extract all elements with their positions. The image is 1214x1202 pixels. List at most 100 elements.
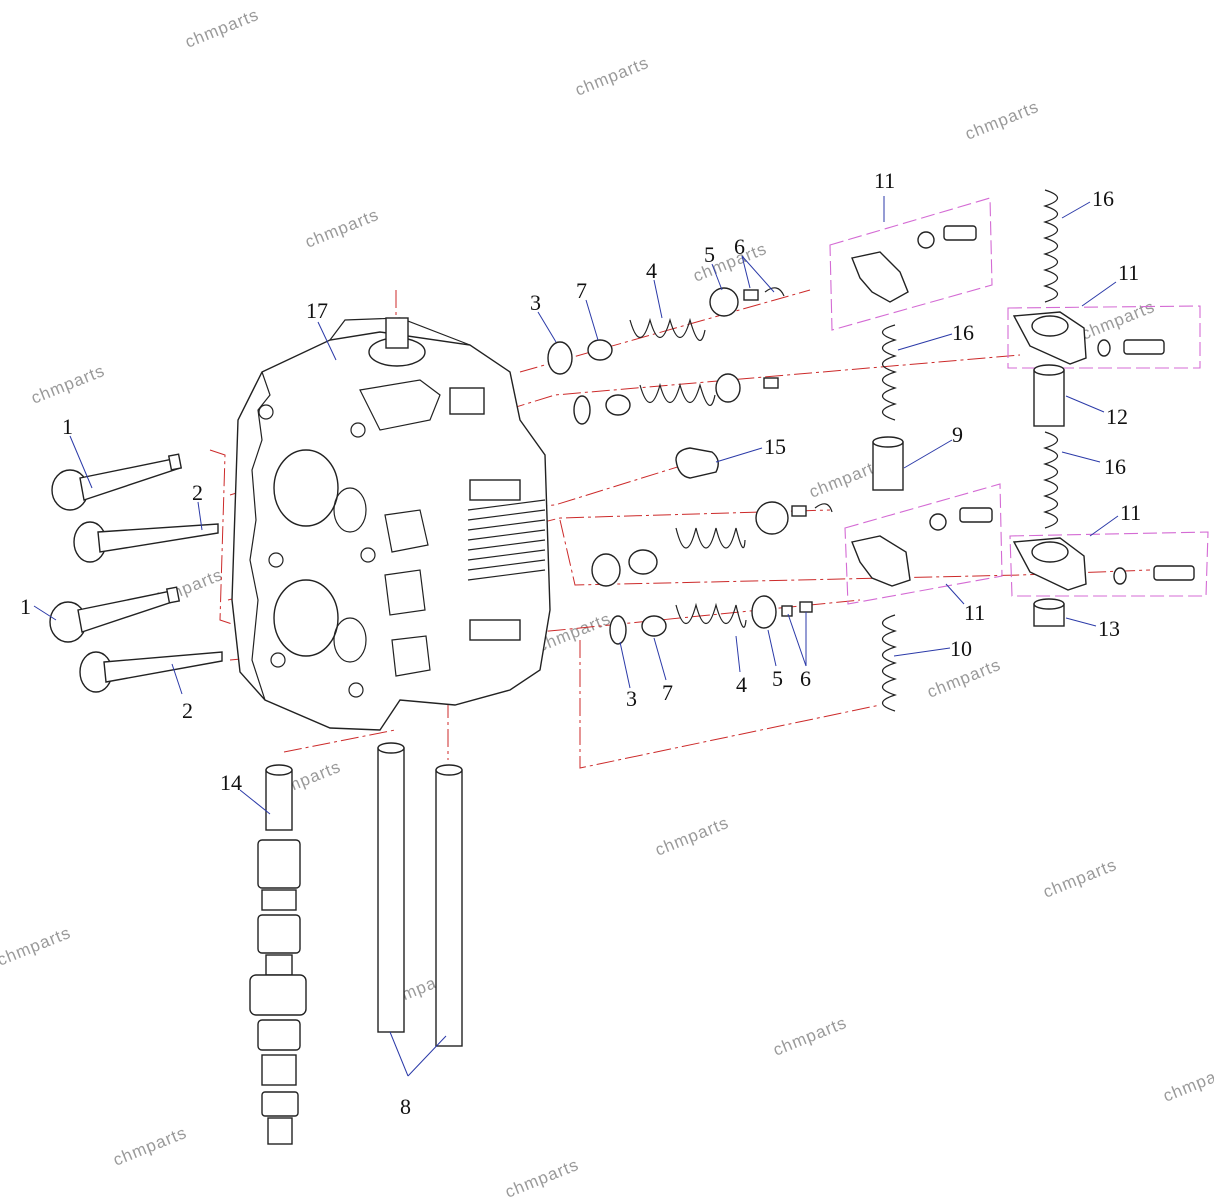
leader-line [1061, 201, 1091, 219]
leader-line [1081, 281, 1117, 307]
leader-line [767, 629, 777, 667]
watermark: chmparts [572, 53, 651, 100]
leader-line [945, 583, 965, 605]
leader-line [1065, 395, 1105, 413]
center-line [519, 289, 811, 373]
leader-line [197, 501, 203, 531]
intake-valve [51, 453, 183, 511]
callout-1: 1 [20, 594, 31, 619]
leader-line [1061, 451, 1101, 463]
rocker-arm [851, 225, 977, 303]
leader-line [389, 1031, 447, 1077]
push-rod [377, 742, 405, 1033]
push-rod [435, 764, 463, 1047]
callout-8: 8 [400, 1094, 411, 1119]
cooling-fins [467, 499, 546, 581]
leader-line [903, 439, 953, 469]
leader-line [33, 605, 57, 621]
callout-11: 11 [1118, 260, 1139, 285]
exhaust-valve [73, 521, 219, 563]
watermark: chmparts [110, 1123, 189, 1170]
camshaft [249, 764, 307, 1145]
callout-14: 14 [220, 770, 242, 795]
rocker-arm [851, 507, 993, 587]
leader-line [741, 255, 775, 293]
rocker-group-box [1009, 531, 1209, 597]
rocker-spring [1043, 189, 1059, 303]
watermarks: chmparts chmparts chmparts chmparts chmp… [0, 5, 1214, 1202]
callout-11: 11 [874, 168, 895, 193]
callout-3: 3 [626, 686, 637, 711]
callout-6: 6 [800, 666, 811, 691]
leader-lines [33, 196, 1119, 1077]
valve-spring-stack [547, 287, 785, 375]
callout-4: 4 [736, 672, 747, 697]
intake-valve [49, 586, 181, 643]
callout-11: 11 [964, 600, 985, 625]
callout-1: 1 [62, 414, 73, 439]
watermark: chmparts [770, 1013, 849, 1060]
sleeve-12 [1033, 364, 1065, 427]
leader-line [619, 641, 631, 689]
callout-16: 16 [1104, 454, 1126, 479]
leader-line [711, 263, 723, 291]
leader-line [1065, 617, 1097, 627]
leader-line [787, 612, 807, 667]
watermark: chmparts [924, 655, 1003, 702]
center-line [559, 519, 1151, 586]
center-line [227, 509, 831, 601]
callout-5: 5 [704, 242, 715, 267]
callout-2: 2 [182, 698, 193, 723]
callout-6: 6 [734, 234, 745, 259]
callout-2: 2 [192, 480, 203, 505]
callout-4: 4 [646, 258, 657, 283]
rocker-group-box [829, 197, 993, 331]
watermark: chmparts [0, 923, 74, 970]
leader-line [1089, 515, 1119, 537]
leader-line [735, 635, 741, 673]
valve-spring-stack [609, 595, 813, 645]
leader-line [585, 299, 599, 341]
cylinder-head [231, 317, 551, 731]
watermark: chmparts [302, 205, 381, 252]
center-line [579, 640, 881, 769]
valve-spring-stack [573, 373, 779, 425]
rocker-group-box [1007, 305, 1201, 369]
callout-9: 9 [952, 422, 963, 447]
leader-line [171, 663, 183, 695]
callout-11: 11 [1120, 500, 1141, 525]
callouts: 1 1 2 2 3 3 4 4 5 5 6 6 7 7 8 9 10 11 11… [20, 168, 1141, 1119]
leader-line [317, 321, 337, 361]
watermark: chmparts [1040, 855, 1119, 902]
leader-line [69, 435, 93, 489]
callout-3: 3 [530, 290, 541, 315]
callout-7: 7 [576, 278, 587, 303]
callout-16: 16 [952, 320, 974, 345]
center-line [229, 354, 1021, 496]
watermark: chmparts [1160, 1059, 1214, 1106]
callout-5: 5 [772, 666, 783, 691]
callout-16: 16 [1092, 186, 1114, 211]
sleeve-9 [872, 436, 904, 491]
center-line [239, 459, 701, 529]
watermark: chmparts [652, 813, 731, 860]
center-line [283, 729, 396, 753]
rocker-spring [881, 324, 897, 421]
rocker-arm [1012, 311, 1165, 365]
callout-7: 7 [662, 680, 673, 705]
bushing-13 [1033, 598, 1065, 627]
leader-line [239, 789, 271, 815]
leader-line [537, 311, 557, 343]
spring-15 [675, 447, 719, 479]
leader-line [653, 637, 667, 681]
callout-13: 13 [1098, 616, 1120, 641]
rocker-arm [1012, 537, 1195, 591]
watermark: chmparts [1078, 297, 1157, 344]
rocker-group-box [844, 483, 1003, 605]
valve-spring-stack [591, 501, 833, 587]
watermark: chmparts [182, 5, 261, 52]
watermark: chmparts [28, 361, 107, 408]
callout-17: 17 [306, 298, 328, 323]
callout-12: 12 [1106, 404, 1128, 429]
